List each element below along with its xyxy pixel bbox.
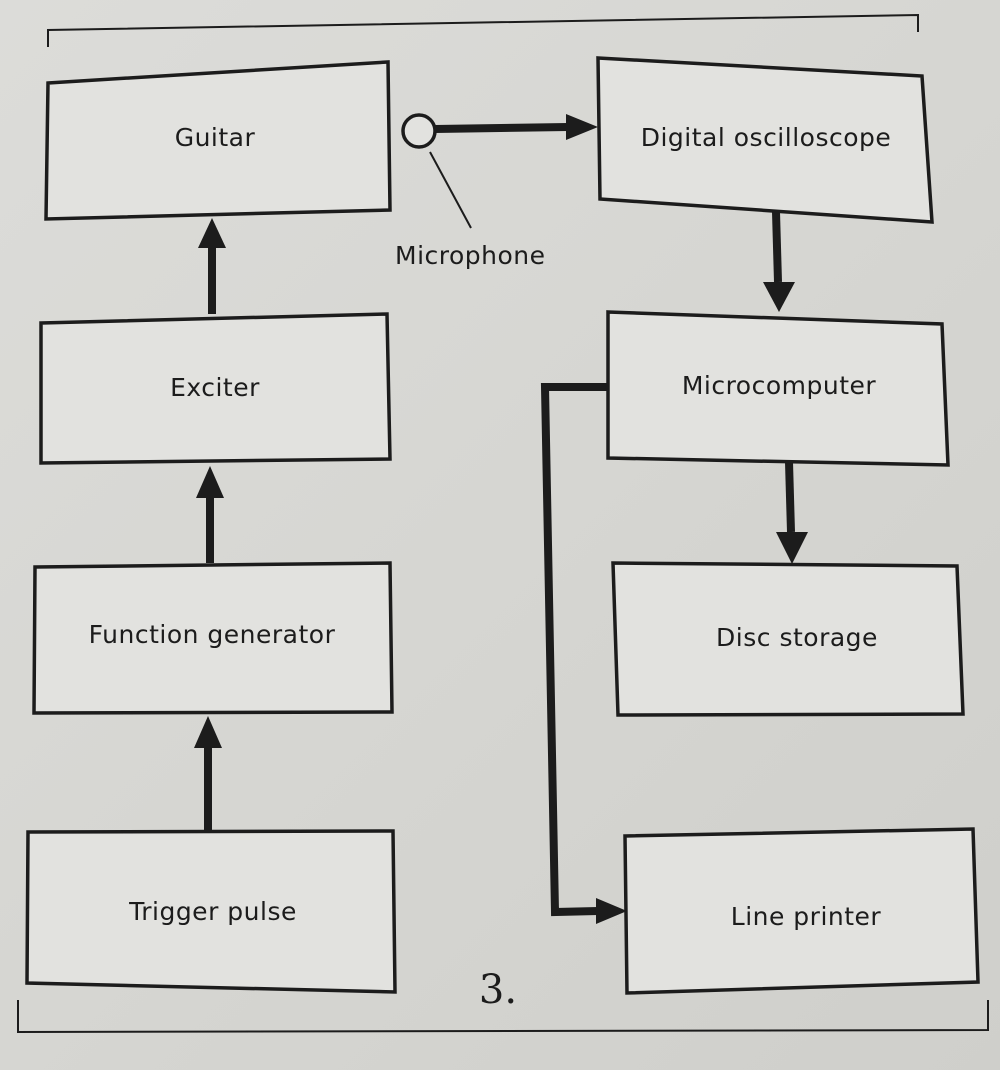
bottom-bracket xyxy=(17,1000,989,1034)
microphone-pointer-line xyxy=(429,151,472,229)
function-generator-block: Function generator xyxy=(32,561,394,715)
line-printer-block: Line printer xyxy=(623,827,980,995)
disc-storage-block: Disc storage xyxy=(611,561,965,717)
arrow-exciter-to-guitar xyxy=(198,218,226,314)
arrow-microphone-to-oscilloscope xyxy=(434,114,598,140)
microphone: Microphone xyxy=(395,113,546,270)
line-printer-label: Line printer xyxy=(731,902,882,931)
microcomputer-label: Microcomputer xyxy=(682,371,877,400)
arrow-trigger-pulse-to-function-generator xyxy=(194,716,222,831)
digital-oscilloscope-block: Digital oscilloscope xyxy=(596,56,934,224)
arrow-microcomputer-to-line-printer xyxy=(540,383,627,924)
figure-number: 3. xyxy=(479,967,517,1013)
arrow-microcomputer-to-disc-storage xyxy=(776,461,808,564)
microphone-icon xyxy=(401,113,437,149)
trigger-pulse-block: Trigger pulse xyxy=(25,829,397,994)
function-generator-label: Function generator xyxy=(89,620,336,649)
exciter-block: Exciter xyxy=(39,312,392,465)
microcomputer-block: Microcomputer xyxy=(606,310,950,467)
guitar-label: Guitar xyxy=(175,123,256,152)
guitar-block: Guitar xyxy=(44,60,392,221)
arrow-function-generator-to-exciter xyxy=(196,466,224,563)
exciter-label: Exciter xyxy=(170,373,260,402)
top-bracket xyxy=(47,13,919,47)
microphone-label: Microphone xyxy=(395,241,546,270)
arrow-oscilloscope-to-microcomputer xyxy=(763,211,795,312)
trigger-pulse-label: Trigger pulse xyxy=(128,897,297,926)
disc-storage-label: Disc storage xyxy=(716,623,878,652)
digital-oscilloscope-label: Digital oscilloscope xyxy=(641,123,892,152)
